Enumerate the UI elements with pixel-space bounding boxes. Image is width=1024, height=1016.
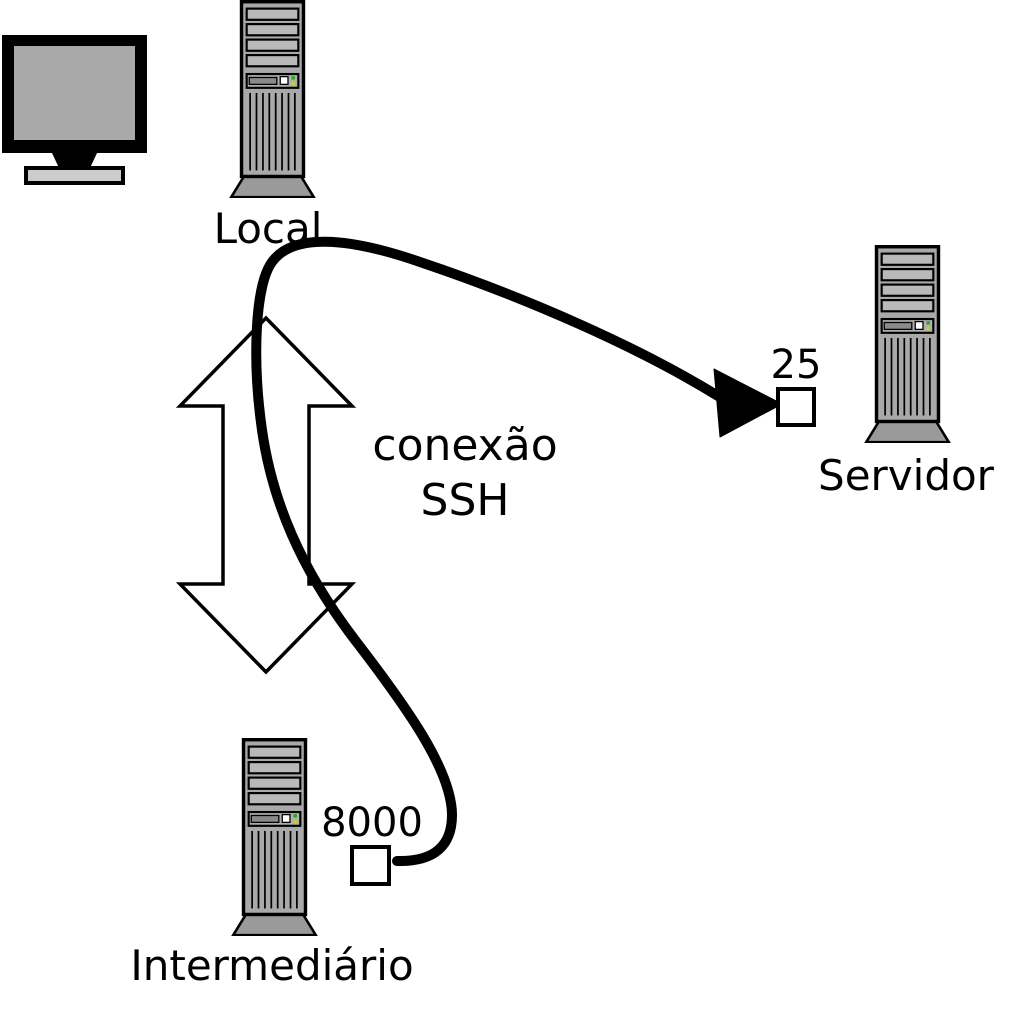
port-25-label: 25 [771, 342, 822, 388]
double-arrow-icon [175, 315, 357, 675]
port-25-square [776, 387, 816, 427]
tunnel-arrowhead-icon [713, 368, 783, 438]
local-tower-icon [231, 2, 314, 197]
intermediary-label: Intermediário [130, 941, 413, 990]
tunnel-curve [251, 236, 723, 867]
monitor-icon [2, 35, 147, 185]
ssh-label-line2: SSH [421, 475, 510, 526]
server-tower-icon [866, 247, 949, 442]
ssh-label-line1: conexão [372, 420, 557, 471]
intermediary-tower-icon [233, 740, 316, 935]
server-label: Servidor [818, 451, 995, 500]
port-8000-square [350, 845, 391, 886]
port-8000-label: 8000 [321, 800, 423, 846]
